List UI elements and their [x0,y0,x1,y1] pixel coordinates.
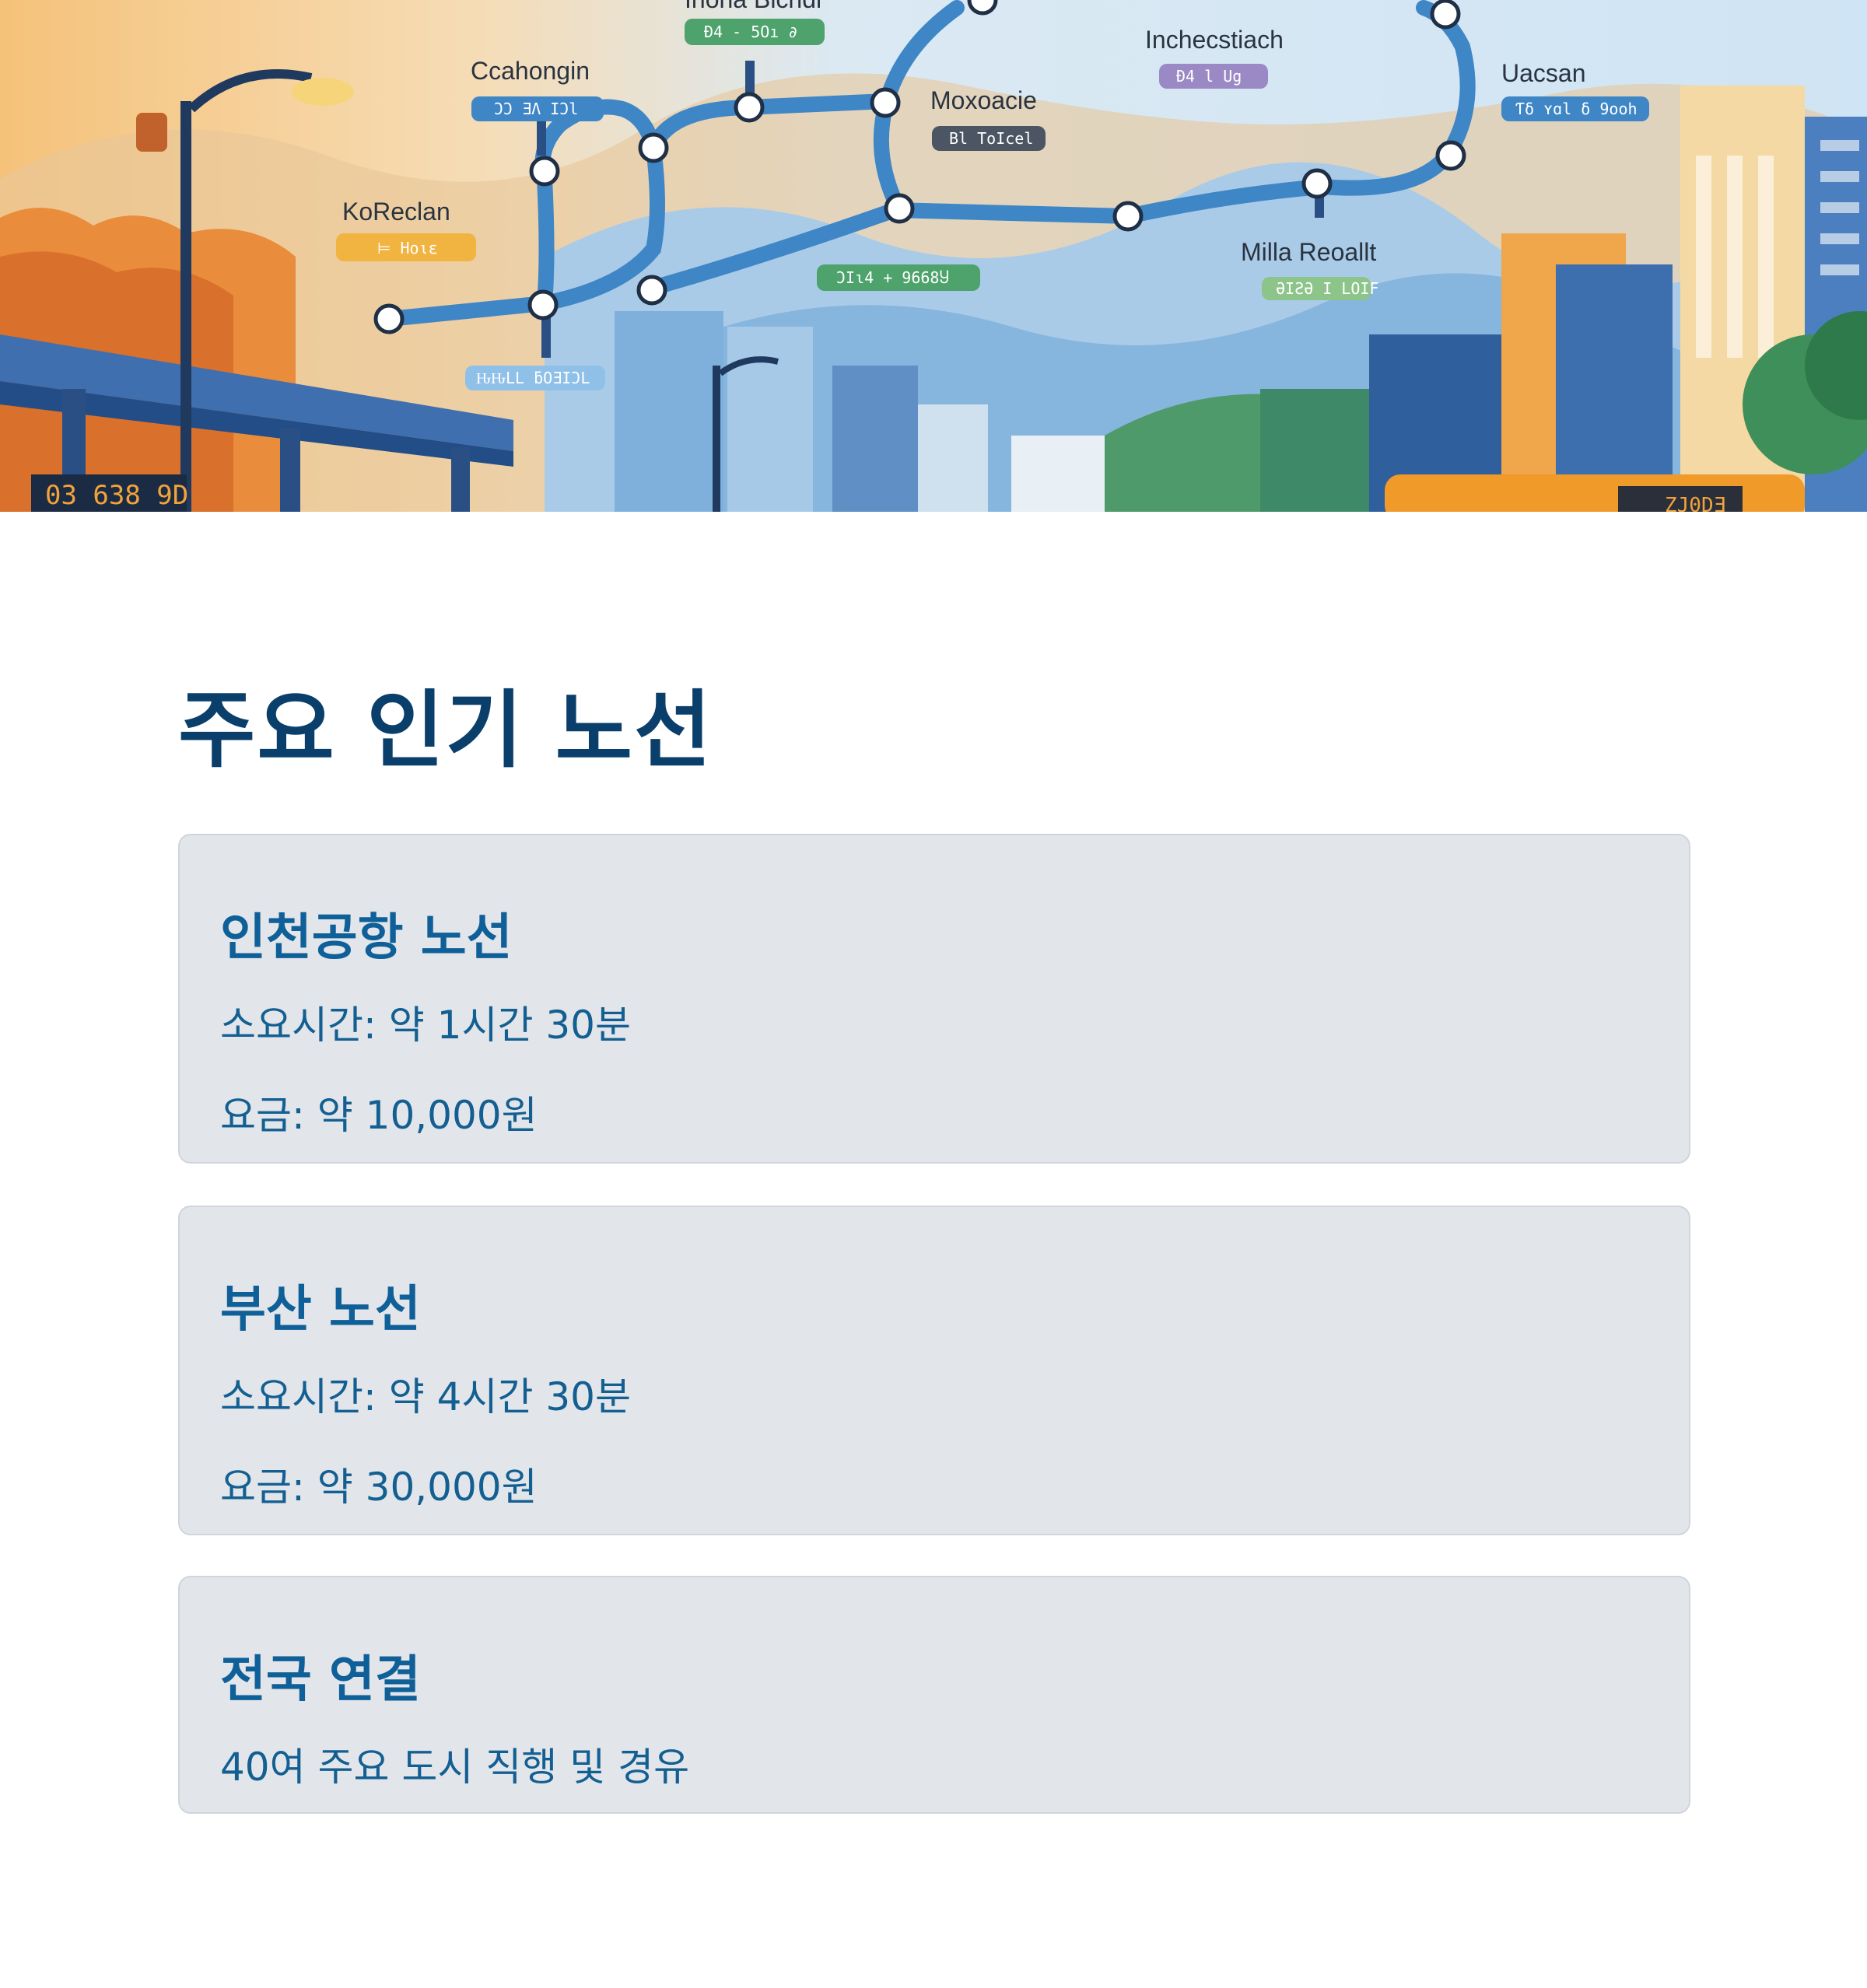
route-fare: 요금: 약 30,000원 [220,1465,538,1510]
route-line [646,0,965,156]
station-pill [1159,64,1268,89]
building [615,311,723,512]
station-label: Ccahongin [471,57,590,85]
building [832,366,918,512]
route-card-busan[interactable]: 부산 노선 소요시간: 약 4시간 30분 요금: 약 30,000원 [178,1206,1690,1535]
route-pill [465,366,605,390]
station-pill [932,126,1046,151]
station-label: Milla Reoallt [1241,238,1376,266]
route-duration: 소요시간: 약 1시간 30분 [220,1003,631,1048]
bus-sign: ZJ0DƎ [1665,494,1725,512]
station-label: KoReclan [342,198,450,226]
route-card-nationwide[interactable]: 전국 연결 40여 주요 도시 직행 및 경유 [178,1576,1690,1814]
route-card-incheon[interactable]: 인천공항 노선 소요시간: 약 1시간 30분 요금: 약 10,000원 [178,834,1690,1164]
svg-text:Ƭδ ʏɑl δ 9ooh: Ƭδ ʏɑl δ 9ooh [1515,100,1638,118]
route-fare: 요금: 약 10,000원 [220,1093,538,1138]
building [727,327,813,512]
traffic-light [136,113,167,152]
street-lamp-pole [713,366,720,512]
route-line [381,99,665,327]
station-pill [336,233,476,261]
popular-routes-section: 주요 인기 노선 [178,677,1690,786]
svg-text:ƆƆ ƎΛ ΙƆl: ƆƆ ƎΛ ΙƆl [494,100,578,118]
svg-text:ƆIɩ4 + 9668Ⴘ: ƆIɩ4 + 9668Ⴘ [836,268,949,287]
svg-text:Đ4 l Ug: Đ4 l Ug [1176,67,1242,86]
hero-illustration: 03 638 9D ZJ0DƎ In [0,0,1867,512]
station-pill [1501,96,1649,121]
route-title: 부산 노선 [220,1281,421,1339]
svg-text:ƏIƧƏ I LOIF: ƏIƧƏ I LOIF [1276,279,1378,298]
svg-text:Đ4 - 5Oı ∂: Đ4 - 5Oı ∂ [704,23,797,41]
station-pill [685,19,825,45]
building [1556,264,1673,512]
building [1260,389,1369,512]
building [918,404,988,512]
route-title: 전국 연결 [220,1651,421,1709]
route-note: 40여 주요 도시 직행 및 경유 [220,1745,690,1790]
section-title: 주요 인기 노선 [178,682,713,779]
svg-text:⊨ Ηοιε: ⊨ Ηοιε [377,239,438,257]
led-sign [31,474,187,512]
led-sign-text: 03 638 9D [45,480,188,511]
street-lamp-light [292,78,354,106]
station-label: Uacsan [1501,59,1586,87]
hero-banner: 03 638 9D ZJ0DƎ In [0,0,1867,512]
route-duration: 소요시간: 약 4시간 30분 [220,1374,631,1419]
svg-text:ԊԊLL ƃOƎIƆL: ԊԊLL ƃOƎIƆL [476,369,590,387]
highway-deck [0,334,513,451]
route-title: 인천공항 노선 [220,909,513,967]
highway-side [0,381,513,467]
station-pill [471,96,604,121]
tree [1805,311,1867,420]
building-windows [1696,140,1859,358]
station-label: Moxoacie [930,86,1037,114]
station-pill [1262,277,1371,300]
street-lamp-pole [180,101,191,512]
street-lamp-arm [187,69,313,113]
svg-text:Bl ToIcel: Bl ToIcel [949,129,1033,148]
station-label: Inona Blchdl [685,0,821,13]
station-markers [373,0,1466,334]
station-label: Inchecstiach [1145,26,1284,54]
highway-pillar [451,447,470,512]
highway-pillar [280,428,300,512]
route-pill [817,264,980,291]
